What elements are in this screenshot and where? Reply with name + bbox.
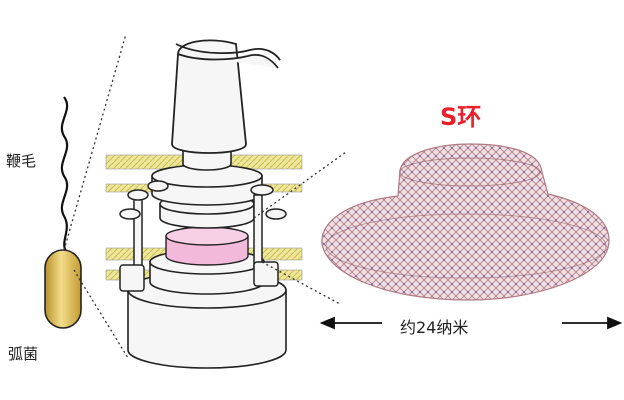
stator-left [119, 180, 169, 292]
ms-ring-highlight [165, 226, 249, 266]
size-arrow-left [319, 316, 382, 330]
flagellar-hook [171, 39, 281, 154]
motor-middle-rings [151, 164, 263, 229]
vibrio-label: 弧菌 [8, 345, 39, 363]
s-ring-structure [321, 143, 610, 301]
size-label: 约24纳米 [400, 318, 469, 337]
s-ring-title: S环 [440, 103, 482, 131]
flagellum-label: 鞭毛 [6, 152, 37, 170]
size-arrow-right [562, 316, 623, 330]
zoom-line-sring-top [253, 151, 347, 219]
flagellum-filament [60, 96, 69, 253]
vibrio-bacterium [44, 249, 82, 329]
zoom-line-top [63, 33, 127, 251]
zoom-line-bottom [73, 269, 129, 359]
